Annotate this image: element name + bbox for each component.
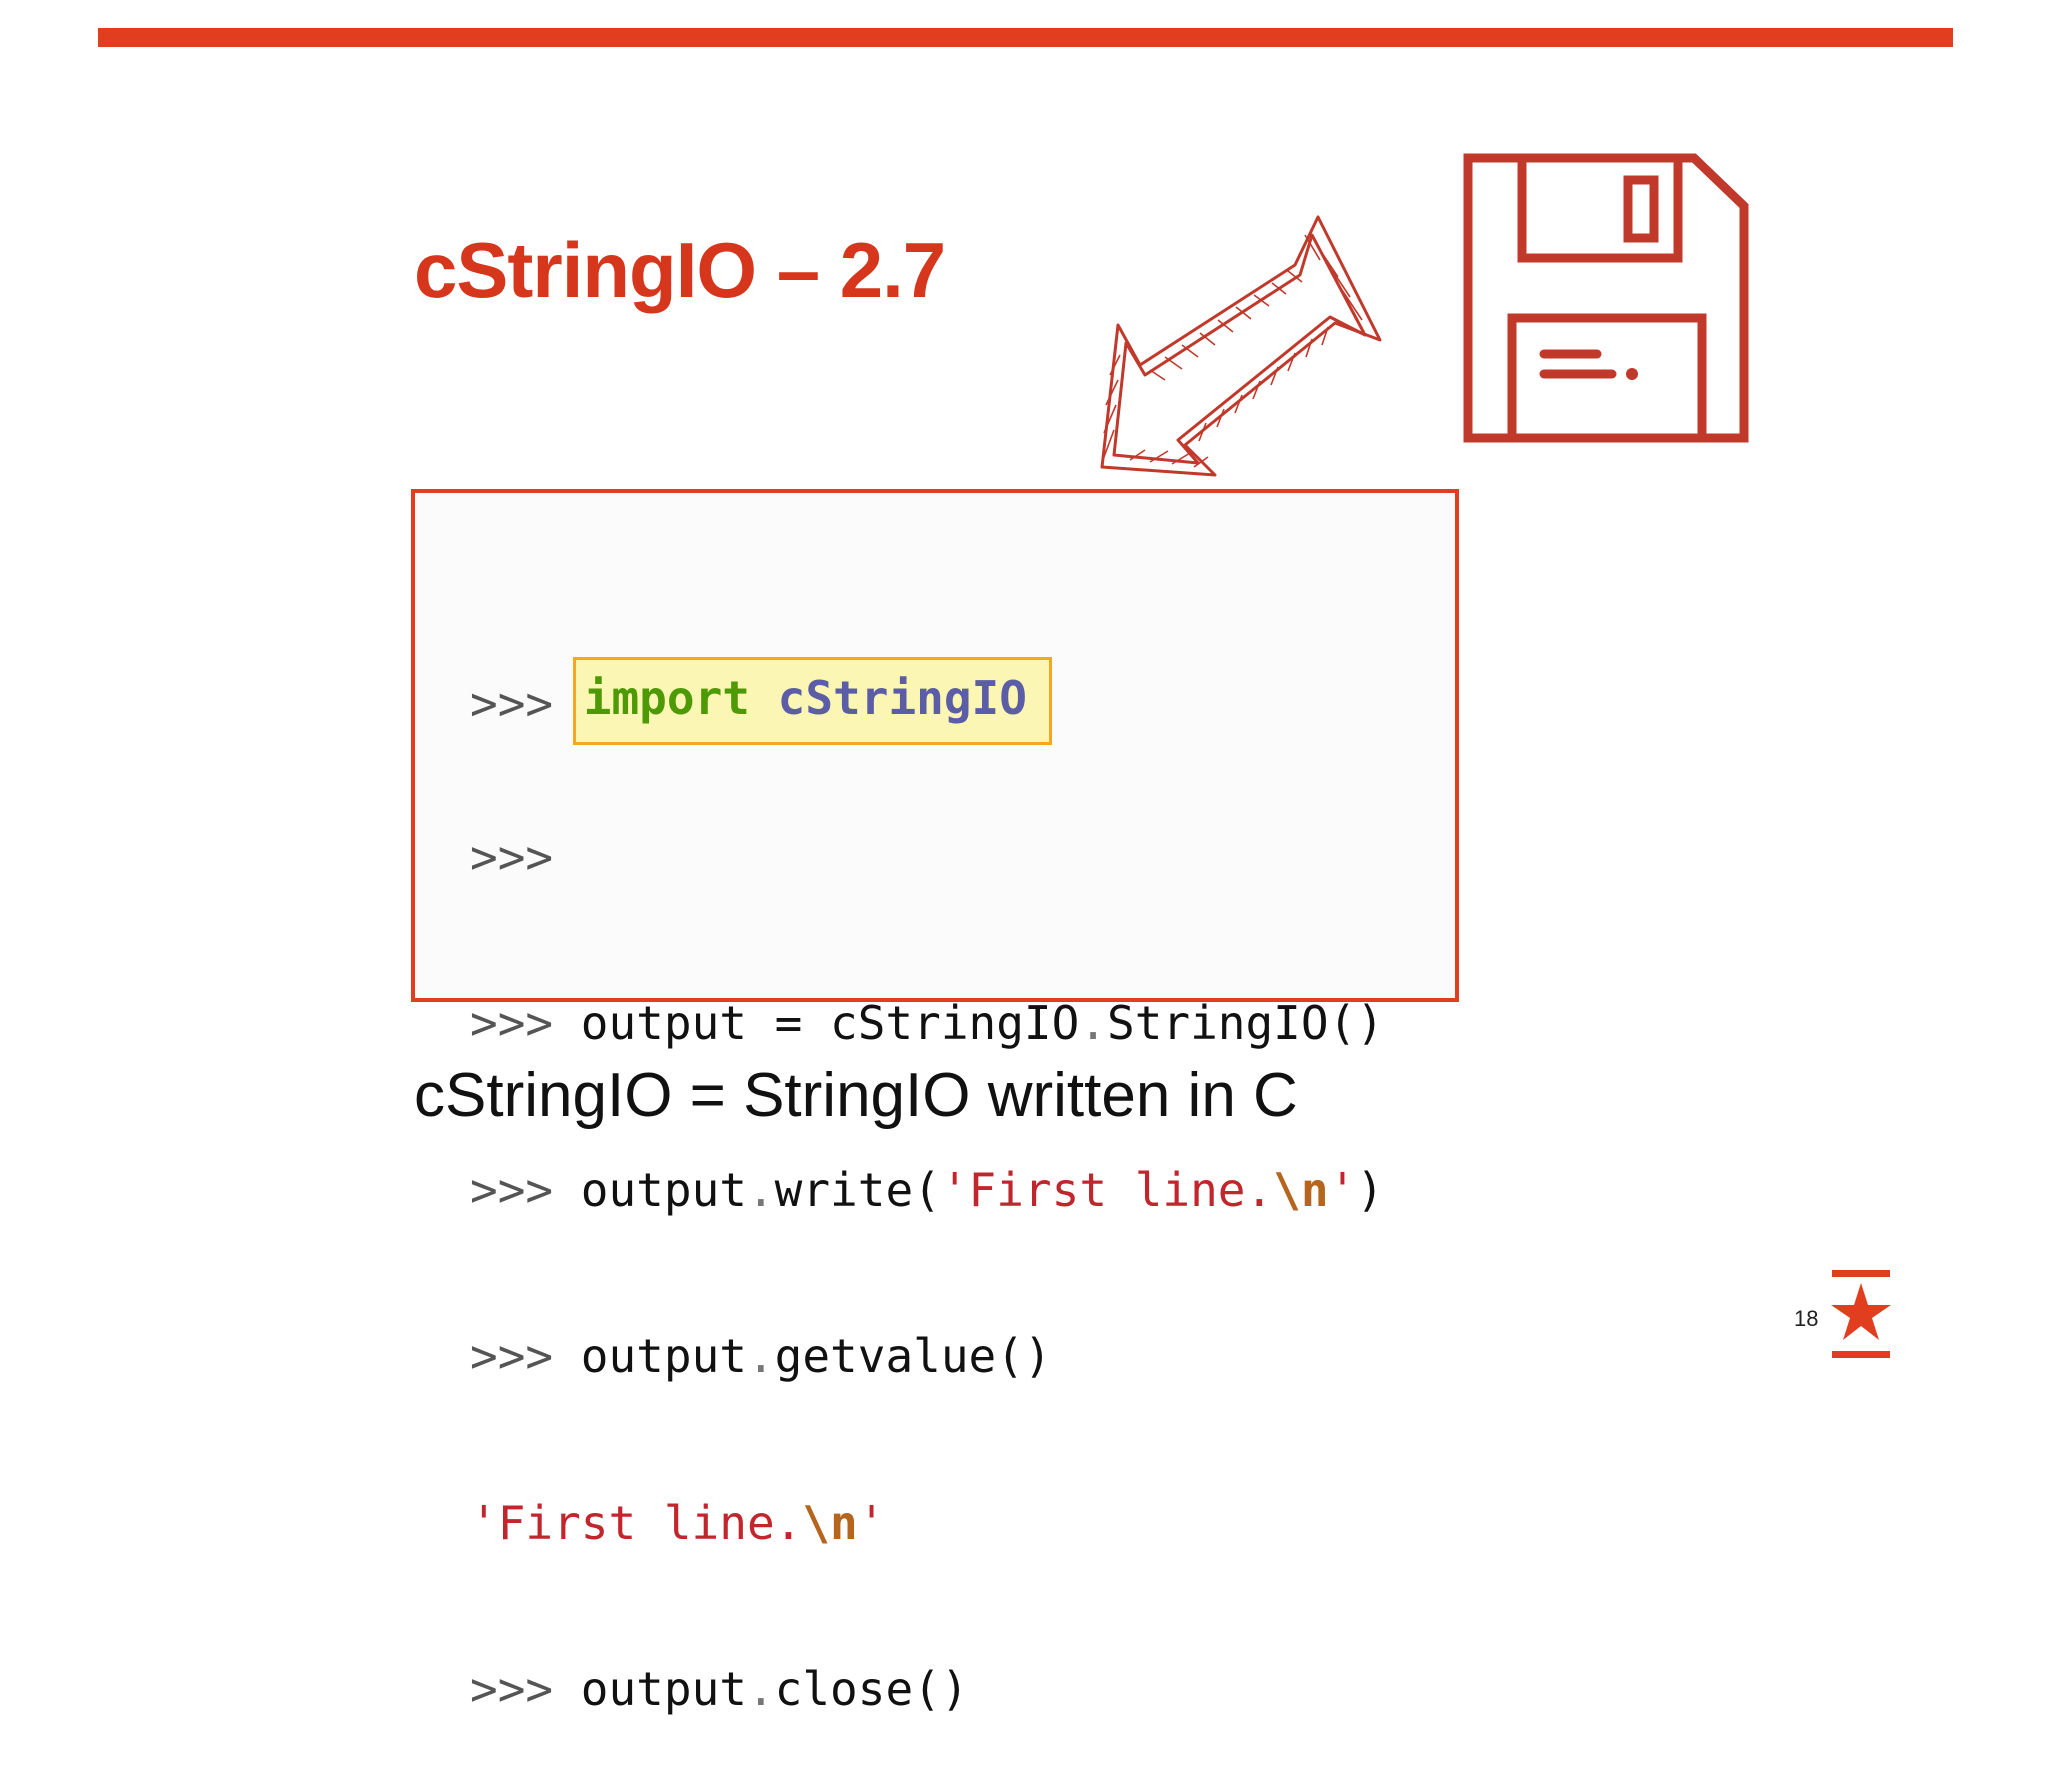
code-text: getvalue() (774, 1329, 1052, 1383)
string-literal: 'First line. (470, 1495, 803, 1550)
code-text: output (580, 1329, 747, 1383)
code-box (411, 489, 1459, 1002)
import-keyword: import (583, 671, 750, 725)
code-text: output (580, 1162, 747, 1217)
string-literal: 'First line. (940, 1162, 1274, 1217)
slide-caption: cStringIO = StringIO written in C (414, 1061, 1298, 1130)
code-line-assign: >>> output = cStringIO.StringIO() (470, 996, 1384, 1050)
code-text: output = cStringIO (580, 996, 1080, 1050)
floppy-disk-icon (1463, 153, 1749, 443)
code-text: write( (774, 1162, 941, 1217)
code-text: StringIO() (1107, 996, 1384, 1050)
code-text: output (580, 1662, 747, 1716)
code-line-close: >>> output.close() (470, 1662, 969, 1716)
string-literal: ' (857, 1495, 886, 1550)
slide-title: cStringIO – 2.7 (414, 226, 946, 314)
prompt: >>> (470, 829, 554, 884)
escape-sequence: \n (802, 1495, 858, 1550)
prompt: >>> (470, 1662, 554, 1716)
code-line-getvalue: >>> output.getvalue() (470, 1329, 1052, 1383)
hand-drawn-arrow-icon (1100, 215, 1382, 477)
code-line-write: >>> output.write('First line.\n') (470, 1162, 1384, 1217)
prompt: >>> (470, 1329, 554, 1383)
code-line-output: 'First line.\n' (470, 1496, 1384, 1552)
code-block: >>> import cStringIO >>> >>> output = cS… (470, 552, 1384, 1773)
prompt: >>> (470, 996, 554, 1050)
code-text: close() (774, 1662, 969, 1716)
import-highlight: import cStringIO (572, 657, 1052, 745)
import-module: cStringIO (777, 671, 1027, 725)
prompt: >>> (470, 676, 554, 731)
prompt: >>> (470, 1162, 554, 1217)
escape-sequence: \n (1273, 1162, 1329, 1217)
page-number: 18 (1794, 1306, 1819, 1331)
star-logo-icon (1831, 1270, 1891, 1358)
code-line-import: >>> import cStringIO (470, 657, 1384, 745)
top-accent-bar (98, 28, 1953, 47)
code-line-empty: >>> (470, 830, 1384, 886)
